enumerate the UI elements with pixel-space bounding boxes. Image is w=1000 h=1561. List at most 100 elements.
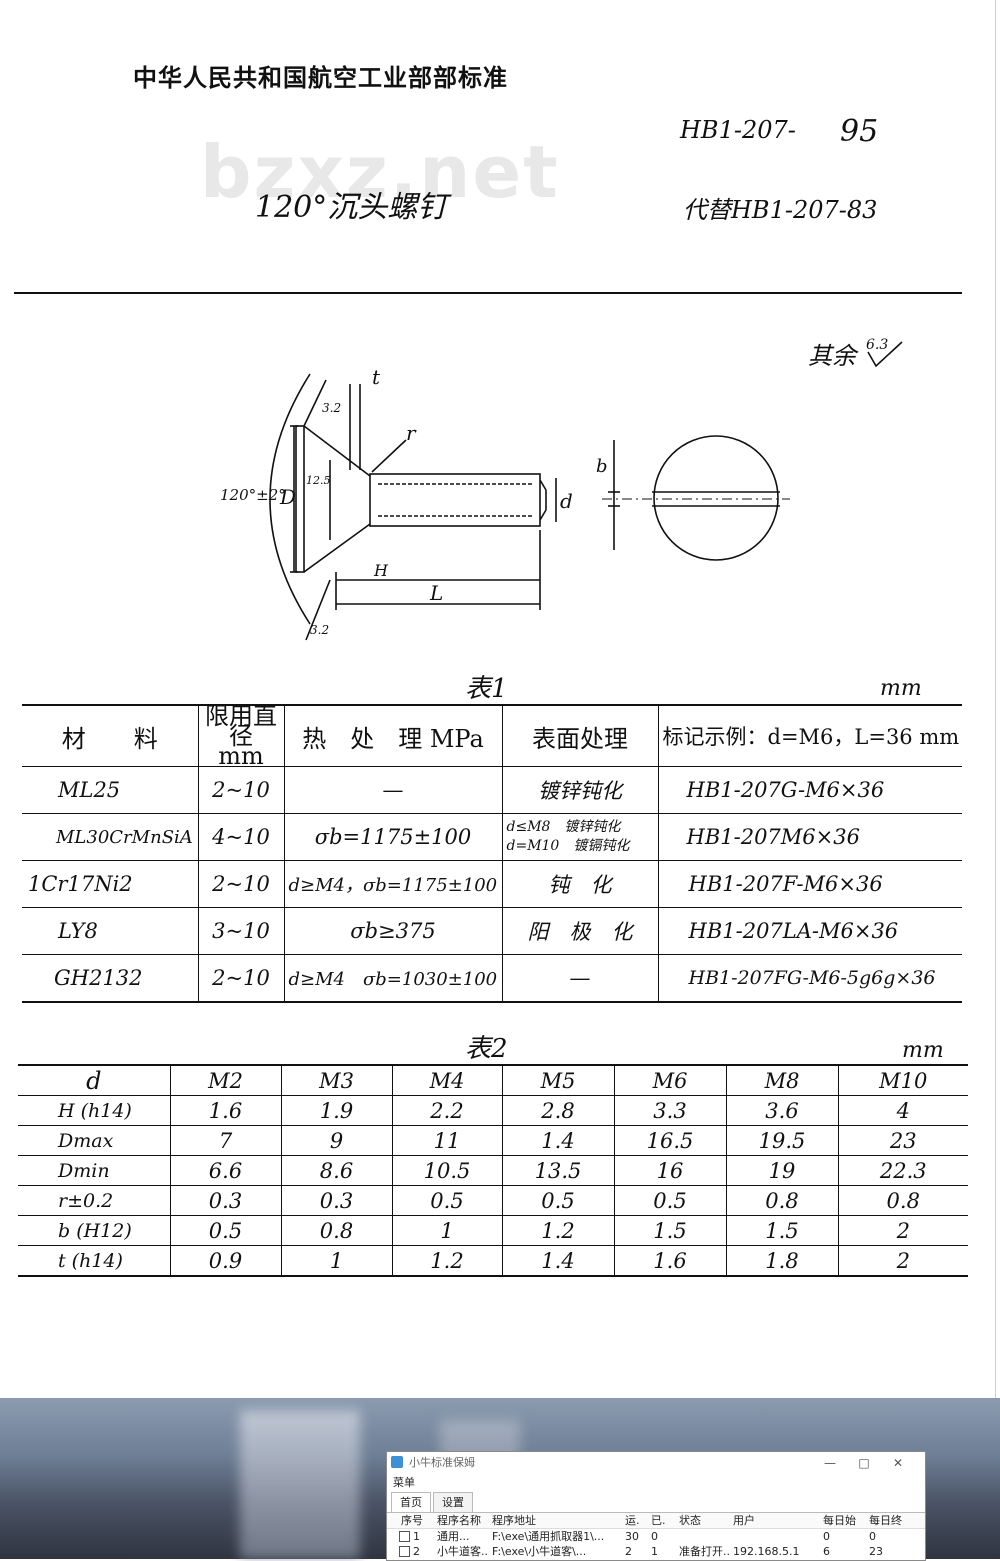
- table-row: t (h14) 0.9 1 1.2 1.4 1.6 1.8 2: [18, 1245, 968, 1277]
- grid-cell: 0: [869, 1530, 876, 1543]
- grid-cell: 23: [869, 1545, 883, 1558]
- t2-cell: 0.8: [726, 1185, 839, 1216]
- t1-cell: d≥M4 σb=1030±100: [284, 954, 503, 1003]
- grid-cell: F:\exe\通用抓取器1\...: [492, 1530, 605, 1543]
- t2-cell: t (h14): [18, 1245, 171, 1277]
- table1-header: 材 料 限用直径 mm 热 处 理 MPa 表面处理 标记示例：d=M6，L=3…: [22, 705, 962, 767]
- t1-cell: HB1-207FG-M6-5g6g×36: [658, 954, 962, 1003]
- t1-cell: HB1-207LA-M6×36: [658, 907, 962, 955]
- column-header[interactable]: 状态: [679, 1514, 701, 1527]
- tab-settings[interactable]: 设置: [433, 1492, 473, 1512]
- t2-header-cell: M6: [614, 1065, 727, 1096]
- t1-cell: d≥M4，σb=1175±100: [284, 860, 503, 908]
- grid-header: 序号 程序名称 程序地址 运. 已. 状态 用户 每日始 每日终: [387, 1513, 925, 1529]
- column-header[interactable]: 用户: [733, 1514, 755, 1527]
- t1-cell: σb≥375: [284, 907, 503, 955]
- t1-cell: ML25: [22, 766, 199, 814]
- window-title: 小牛标准保姆: [409, 1456, 475, 1469]
- t2-cell: 0.8: [838, 1185, 968, 1216]
- grid-cell: 通用...: [437, 1530, 470, 1543]
- t2-cell: 1.8: [726, 1245, 839, 1277]
- t2-cell: 4: [838, 1095, 968, 1126]
- t1-cell: HB1-207F-M6×36: [658, 860, 962, 908]
- t2-header-cell: M2: [170, 1065, 282, 1096]
- table-row: 1Cr17Ni2 2~10 d≥M4，σb=1175±100 钝 化 HB1-2…: [22, 860, 962, 908]
- t2-cell: b (H12): [18, 1215, 171, 1246]
- minimize-icon[interactable]: —: [824, 1456, 836, 1470]
- t2-cell: 19.5: [726, 1125, 839, 1156]
- t1-cell: 2~10: [198, 860, 285, 908]
- label-ra-top: 3.2: [322, 401, 341, 415]
- column-header[interactable]: 每日终: [869, 1514, 902, 1527]
- t1-cell: HB1-207G-M6×36: [658, 766, 962, 814]
- document-title: 120°沉头螺钉: [255, 190, 448, 225]
- label-L: L: [429, 581, 443, 605]
- roughness-symbol-icon: [867, 341, 903, 368]
- grid-cell: 0: [651, 1530, 658, 1543]
- standard-number: HB1-207-: [680, 116, 796, 144]
- row-checkbox[interactable]: [399, 1530, 410, 1542]
- row-checkbox[interactable]: [399, 1545, 410, 1557]
- t2-header-cell: M4: [392, 1065, 503, 1096]
- table1-caption: 表1: [465, 674, 508, 704]
- tab-home[interactable]: 首页: [391, 1492, 431, 1512]
- t2-cell: 1.5: [614, 1215, 727, 1246]
- column-header[interactable]: 运.: [625, 1514, 640, 1527]
- t2-cell: 2: [838, 1215, 968, 1246]
- t2-cell: 1.5: [726, 1215, 839, 1246]
- label-angle: 120°±2°: [220, 486, 286, 504]
- t2-cell: 1.2: [392, 1245, 503, 1277]
- table-row: Dmax 7 9 11 1.4 16.5 19.5 23: [18, 1125, 968, 1156]
- window-titlebar[interactable]: 小牛标准保姆 — □ ✕: [387, 1452, 925, 1474]
- column-header[interactable]: 每日始: [823, 1514, 856, 1527]
- column-header[interactable]: 程序地址: [492, 1514, 536, 1527]
- t1-cell: 阳 极 化: [502, 907, 659, 955]
- t2-cell: 9: [281, 1125, 393, 1156]
- app-window: 小牛标准保姆 — □ ✕ 菜单 首页设置 序号 程序名称 程序地址 运. 已. 状态…: [386, 1451, 926, 1561]
- label-b: b: [596, 456, 608, 477]
- column-header[interactable]: 程序名称: [437, 1514, 481, 1527]
- t1-header-marking: 标记示例：d=M6，L=36 mm: [658, 705, 962, 767]
- t2-cell: 1: [392, 1215, 503, 1246]
- menu-bar: 菜单: [387, 1474, 925, 1492]
- t2-cell: 0.8: [281, 1215, 393, 1246]
- label-12-5: 12.5: [306, 474, 331, 487]
- t2-cell: 0.5: [392, 1185, 503, 1216]
- maximize-icon[interactable]: □: [858, 1456, 870, 1470]
- column-header[interactable]: 已.: [651, 1514, 666, 1527]
- menu-item[interactable]: 菜单: [393, 1476, 415, 1489]
- table-row: H (h14) 1.6 1.9 2.2 2.8 3.3 3.6 4: [18, 1095, 968, 1126]
- table1: 材 料 限用直径 mm 热 处 理 MPa 表面处理 标记示例：d=M6，L=3…: [22, 704, 962, 1003]
- head-top-view: [653, 435, 779, 561]
- grid-cell: 0: [823, 1530, 830, 1543]
- table2-header: d M2 M3 M4 M5 M6 M8 M10: [18, 1065, 968, 1096]
- t2-cell: Dmax: [18, 1125, 171, 1156]
- program-grid: 序号 程序名称 程序地址 运. 已. 状态 用户 每日始 每日终 1 通用...…: [387, 1513, 925, 1559]
- t2-cell: 16: [614, 1155, 727, 1186]
- t1-cell: 2~10: [198, 954, 285, 1003]
- head-face: [295, 425, 305, 573]
- t2-cell: 1.4: [502, 1245, 615, 1277]
- label-r: r: [406, 421, 417, 445]
- t1-cell: 3~10: [198, 907, 285, 955]
- t2-cell: Dmin: [18, 1155, 171, 1186]
- header-rule: [14, 292, 962, 294]
- table-row[interactable]: 1 通用... F:\exe\通用抓取器1\... 30 0 0 0: [387, 1529, 925, 1544]
- wallpaper-highlight: [240, 1410, 360, 1559]
- t2-cell: r±0.2: [18, 1185, 171, 1216]
- t2-cell: 1.6: [170, 1095, 282, 1126]
- column-header[interactable]: 序号: [401, 1514, 423, 1527]
- table-row[interactable]: 2 小牛道客... F:\exe\小牛道客\... 2 1 准备打开... 19…: [387, 1544, 925, 1559]
- t2-cell: 22.3: [838, 1155, 968, 1186]
- label-D: D: [279, 485, 296, 509]
- replaces-standard: 代替HB1-207-83: [683, 196, 878, 224]
- t2-cell: 1.9: [281, 1095, 393, 1126]
- t2-cell: 2: [838, 1245, 968, 1277]
- t2-cell: 6.6: [170, 1155, 282, 1186]
- standard-organization: 中华人民共和国航空工业部部标准: [133, 64, 508, 92]
- t1-header-surface: 表面处理: [502, 705, 659, 767]
- tab-bar: 首页设置: [387, 1492, 925, 1513]
- t1-header-heat: 热 处 理 MPa: [284, 705, 503, 767]
- close-icon[interactable]: ✕: [892, 1456, 904, 1470]
- t2-cell: 2.8: [502, 1095, 615, 1126]
